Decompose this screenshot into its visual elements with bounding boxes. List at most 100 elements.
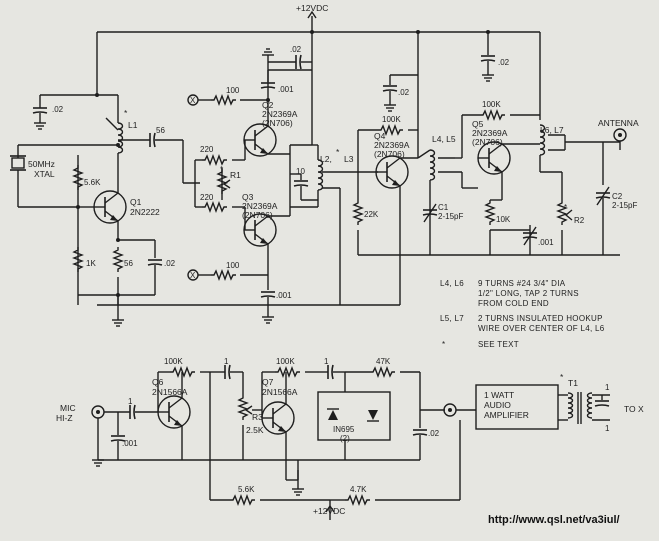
osc-c02-label: .02 — [52, 105, 64, 114]
r56-label: 56 — [124, 259, 133, 268]
l1-label: L1 — [128, 120, 138, 130]
supply-top-label: +12VDC — [296, 3, 328, 13]
osc-c02b-label: .02 — [164, 259, 176, 268]
to-x-label: TO X — [624, 404, 644, 414]
pa-c02b-label: .02 — [498, 58, 510, 67]
note1-line2: 1/2" LONG, TAP 2 TURNS — [478, 289, 579, 298]
r100k-audio-a-label: 100K — [164, 357, 183, 366]
note1-label: L4, L6 — [440, 279, 464, 288]
r10k-label: 10K — [496, 215, 511, 224]
q5-name: Q5 — [472, 119, 484, 129]
l2-label: L2, — [320, 154, 332, 164]
t1-secondary — [586, 392, 593, 419]
r100k-audio-b-label: 100K — [276, 357, 295, 366]
r2-label: R2 — [574, 216, 585, 225]
l4l5-label: L4, L5 — [432, 134, 456, 144]
c1c-label: 1 — [324, 357, 329, 366]
c001-bot-label: .001 — [276, 291, 292, 300]
r1k-label: 1K — [86, 259, 96, 268]
q6-transistor — [157, 395, 191, 429]
r220a-label: 220 — [200, 145, 214, 154]
x-bot-label: X — [190, 271, 196, 280]
c1a-label: 1 — [128, 397, 133, 406]
q7-part: 2N1566A — [262, 387, 298, 397]
supply-bottom-label: +12VDC — [313, 506, 345, 516]
r100k-b-label: 100K — [482, 100, 501, 109]
r3-val: 2.5K — [246, 425, 264, 435]
c1b-label: 1 — [224, 357, 229, 366]
c56-label: 56 — [156, 126, 165, 135]
q4-transistor — [375, 155, 409, 189]
diode-pair — [317, 391, 391, 441]
note3-text: SEE TEXT — [478, 340, 519, 349]
crystal — [11, 157, 25, 169]
note1-line3: FROM COLD END — [478, 299, 549, 308]
audio-amplifier-box — [475, 384, 559, 430]
q3-part: 2N2369A — [242, 201, 278, 211]
r56k-label: 5.6K — [84, 178, 101, 187]
r3-label: R3 — [252, 412, 263, 422]
x-top-label: X — [190, 96, 196, 105]
note2-line1: 2 TURNS INSULATED HOOKUP — [478, 314, 603, 323]
r22k-label: 22K — [364, 210, 379, 219]
q2-alt: (2N706) — [262, 118, 293, 128]
pa-stage: 22K 100K Q4 2N2369A (2N706) .02 L4, L5 C… — [97, 32, 639, 306]
c02-top-label: .02 — [290, 45, 302, 54]
q4-name: Q4 — [374, 131, 386, 141]
note1-line1: 9 TURNS #24 3/4" DIA — [478, 279, 566, 288]
l4-coil — [429, 149, 436, 181]
c1-label: C1 — [438, 203, 449, 212]
audio-stage: MIC HI-Z 1 .001 Q6 2N1566A 100K 1 R3 — [56, 357, 644, 520]
t1-star: * — [560, 372, 564, 382]
r1-label: R1 — [230, 170, 241, 180]
q6-part: 2N1566A — [152, 387, 188, 397]
c2-label: C2 — [612, 192, 623, 201]
t1-primary — [567, 392, 574, 419]
r100-top-label: 100 — [226, 86, 240, 95]
amp-line1: 1 WATT — [484, 390, 514, 400]
q2-transistor — [243, 123, 277, 157]
note3-star: * — [442, 340, 445, 349]
c1-val: 2-15pF — [438, 212, 463, 221]
r1-star: * — [220, 164, 224, 174]
r47k-top-label: 47K — [376, 357, 391, 366]
pa-c001-label: .001 — [538, 238, 554, 247]
q1-transistor — [93, 190, 127, 224]
q1-name: Q1 — [130, 197, 142, 207]
source-url: http://www.qsl.net/va3iul/ — [488, 514, 620, 526]
q2-part: 2N2369A — [262, 109, 298, 119]
pa-c02a-label: .02 — [398, 88, 410, 97]
c1e-label: 1 — [605, 424, 610, 433]
r100-bot-label: 100 — [226, 261, 240, 270]
c2-val: 2-15pF — [612, 201, 637, 210]
q5-alt: (2N706) — [472, 137, 503, 147]
crystal-freq: 50MHz — [28, 159, 55, 169]
c02-audio-label: .02 — [428, 429, 440, 438]
amp-line3: AMPLIFIER — [484, 410, 529, 420]
crystal-type: XTAL — [34, 169, 55, 179]
amp-line2: AUDIO — [484, 400, 511, 410]
q1-part: 2N2222 — [130, 207, 160, 217]
q4-alt: (2N706) — [374, 149, 405, 159]
diode-count: (2) — [340, 434, 350, 443]
supply-top: +12VDC — [97, 3, 540, 34]
q7-name: Q7 — [262, 377, 274, 387]
t1-label: T1 — [568, 378, 578, 388]
r56k-audio-label: 5.6K — [238, 485, 255, 494]
mic-label-1: MIC — [60, 403, 76, 413]
c1d-label: 1 — [605, 383, 610, 392]
c001-top-label: .001 — [278, 85, 294, 94]
q3-name: Q3 — [242, 192, 254, 202]
r220b-label: 220 — [200, 193, 214, 202]
r2-star: * — [564, 203, 567, 212]
note2-line2: WIRE OVER CENTER OF L4, L6 — [478, 324, 605, 333]
q7-transistor — [261, 401, 295, 435]
coil-notes: L4, L6 9 TURNS #24 3/4" DIA 1/2" LONG, T… — [440, 279, 605, 349]
l6l7-label: L6, L7 — [540, 125, 564, 135]
note2-label: L5, L7 — [440, 314, 464, 323]
antenna-label: ANTENNA — [598, 118, 639, 128]
c10-label: 10 — [296, 167, 305, 176]
l2-coil — [317, 159, 324, 191]
diode-label: IN695 — [333, 425, 355, 434]
